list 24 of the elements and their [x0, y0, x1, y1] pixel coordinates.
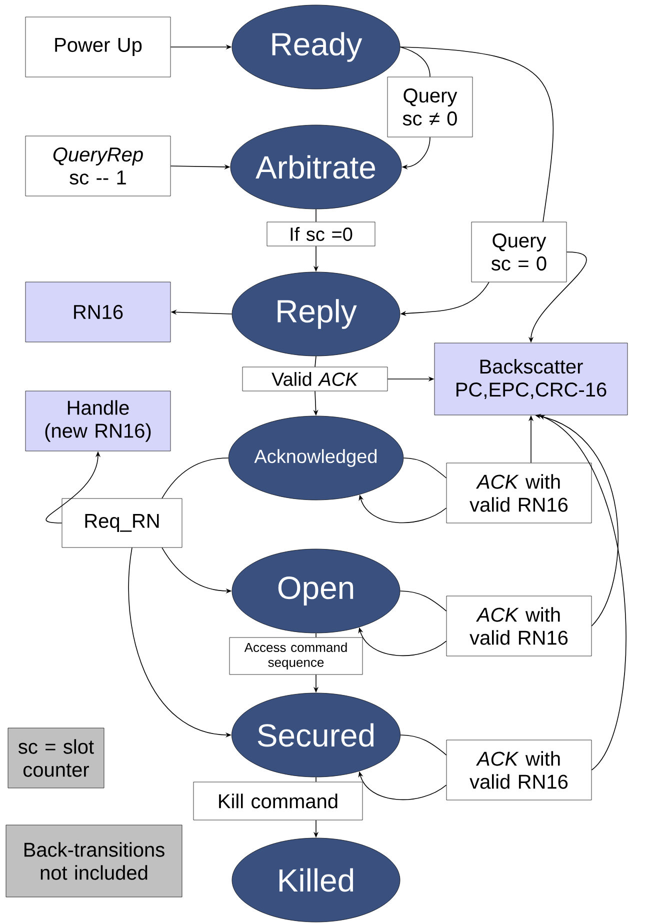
- condition-box: Valid ACK: [242, 366, 388, 392]
- output-box: Backscatter PC,EPC,CRC-16: [434, 342, 628, 416]
- connector-line: [400, 46, 554, 222]
- output-box: Handle (new RN16): [25, 390, 171, 452]
- connector-line: [403, 458, 447, 478]
- condition-box: Kill command: [193, 782, 363, 820]
- condition-box: Query sc ≠ 0: [387, 76, 473, 138]
- connector-line: [400, 590, 447, 612]
- note-box: sc = slot counter: [8, 728, 104, 788]
- condition-box: Access command sequence: [229, 637, 363, 675]
- connector-line: [400, 46, 430, 78]
- connector-line: [314, 356, 316, 368]
- note-box: Back-transitions not included: [6, 824, 182, 898]
- condition-box: ACK with valid RN16: [446, 740, 592, 800]
- condition-box: ACK with valid RN16: [446, 596, 592, 656]
- connector-line: [400, 734, 447, 756]
- event-box: Power Up: [25, 16, 171, 78]
- condition-box: Query sc = 0: [471, 222, 567, 282]
- output-box: RN16: [25, 282, 171, 342]
- condition-box: If sc =0: [266, 222, 376, 246]
- condition-box: Req_RN: [62, 498, 182, 548]
- event-box: QueryRep sc -- 1: [25, 136, 171, 196]
- condition-box: ACK with valid RN16: [446, 462, 592, 524]
- connector-line: [162, 458, 229, 499]
